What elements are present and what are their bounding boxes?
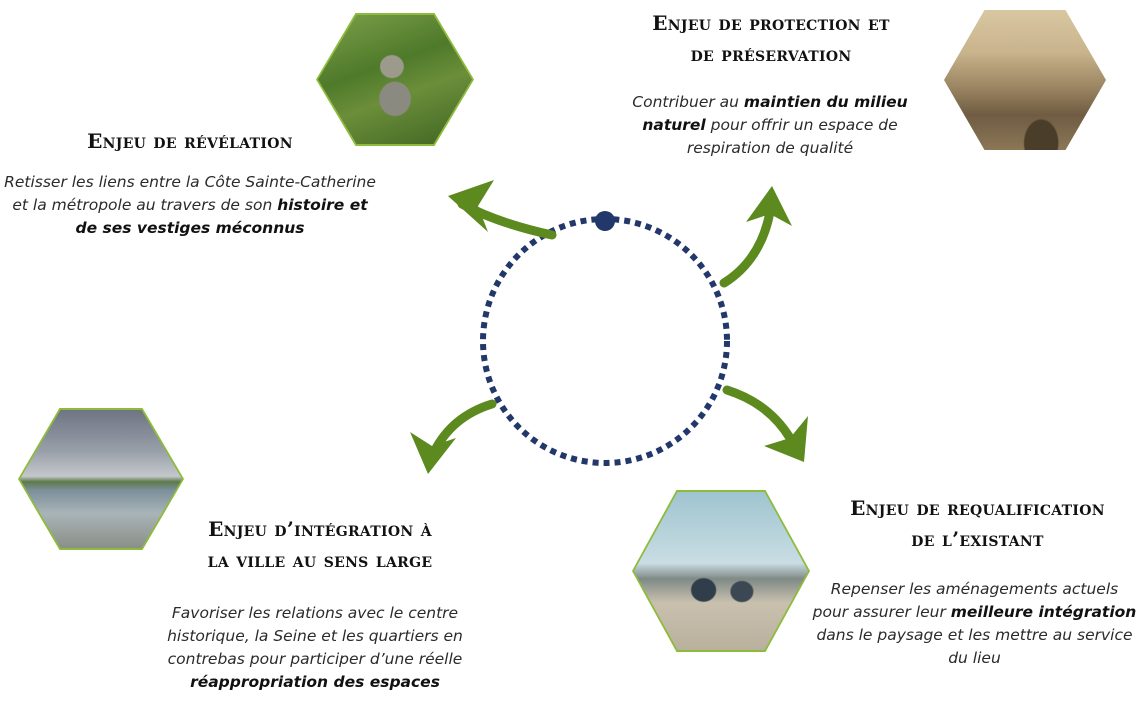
arrow-to-requalification [722,385,808,462]
river-quay-photo [20,410,182,548]
arrow-to-protection [719,186,792,288]
requalification-highlight: meilleure intégration [950,603,1137,621]
dotted-circle [480,216,730,466]
integration-title: Enjeu d’intégration à la ville au sens l… [207,517,433,572]
integration-description: Favoriser les relations avec le centre h… [167,604,463,691]
requalification-title: Enjeu de requalification de l’existant [850,496,1105,551]
revelation-highlight: histoire et de ses vestiges méconnus [75,196,368,237]
protection-highlight: maintien du milieu naturel [642,93,908,134]
integration-highlight: réappropriation des espaces [190,673,440,691]
circle-start-dot [595,211,615,231]
revelation-title: Enjeu de révélation [87,129,293,153]
arrow-to-revelation [448,180,557,240]
protection-title: Enjeu de protection et de préservation [652,11,890,66]
arrow-to-integration [410,399,497,474]
revelation-description: Retisser les liens entre la Côte Sainte-… [4,173,376,237]
requalification-description: Repenser les aménagements actuels pour a… [812,580,1137,667]
protection-description: Contribuer au maintien du milieu naturel… [632,93,908,157]
